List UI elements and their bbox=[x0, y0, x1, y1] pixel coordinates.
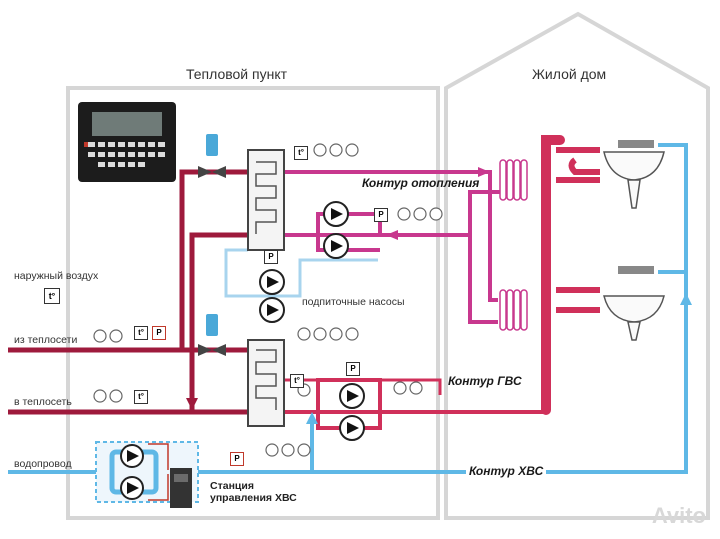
temperature-sensor-icon: t° bbox=[134, 390, 148, 404]
pressure-sensor-icon: P bbox=[230, 452, 244, 466]
return-from-heat-exchanger-pipe bbox=[189, 232, 248, 412]
pressure-sensor-icon: P bbox=[374, 208, 388, 222]
from-network-label: из теплосети bbox=[14, 334, 78, 346]
to-network-label: в теплосеть bbox=[14, 396, 72, 408]
sink-upper bbox=[603, 140, 665, 209]
towel-warmer-top bbox=[568, 157, 600, 175]
radiator-upper bbox=[499, 159, 528, 201]
cold-water-station bbox=[95, 441, 199, 508]
temperature-sensor-icon: t° bbox=[290, 374, 304, 388]
radiator-lower bbox=[499, 289, 528, 331]
watermark: Avito bbox=[651, 503, 706, 528]
pump-icon bbox=[259, 269, 285, 295]
left-arrow-icon bbox=[386, 230, 398, 240]
heat-point-room bbox=[66, 86, 440, 520]
down-arrow-icon bbox=[186, 398, 198, 410]
heating-circuit-label: Контур отопления bbox=[362, 176, 480, 190]
pressure-sensor-icon: P bbox=[264, 250, 278, 264]
house-title: Жилой дом bbox=[532, 66, 607, 82]
up-arrow-icon bbox=[680, 293, 692, 305]
temperature-sensor-icon: t° bbox=[44, 288, 60, 304]
heating-return-pipe bbox=[468, 190, 500, 324]
dhw-return-pipe bbox=[284, 378, 442, 395]
pump-icon bbox=[339, 383, 365, 409]
makeup-pumps-label: подпиточные насосы bbox=[302, 296, 405, 308]
pump-icon bbox=[323, 233, 349, 259]
temperature-sensor-icon: t° bbox=[294, 146, 308, 160]
right-arrow-icon bbox=[478, 167, 490, 177]
sink-lower bbox=[603, 266, 665, 341]
control-valve-dhw bbox=[198, 314, 226, 356]
gauge-group bbox=[93, 143, 443, 457]
pressure-sensor-icon: P bbox=[346, 362, 360, 376]
pump-icon bbox=[259, 297, 285, 323]
pressure-sensor-icon: P bbox=[152, 326, 166, 340]
up-arrow-icon bbox=[306, 412, 318, 424]
water-supply-label: водопровод bbox=[14, 458, 72, 470]
controller-device bbox=[78, 102, 176, 182]
station-label: Станция управления ХВС bbox=[210, 480, 297, 504]
outdoor-air-label: наружный воздух bbox=[14, 270, 99, 282]
cold-water-circuit-label: Контур ХВС bbox=[466, 464, 547, 478]
temperature-sensor-icon: t° bbox=[134, 326, 148, 340]
pump-icon bbox=[339, 415, 365, 441]
heating-supply-pipe bbox=[284, 170, 498, 302]
makeup-pipe bbox=[224, 248, 378, 298]
cold-water-main-pipe bbox=[8, 143, 688, 474]
house-riser-connection bbox=[556, 147, 600, 313]
heat-exchanger-dhw bbox=[247, 339, 285, 427]
heat-exchanger-heating bbox=[247, 149, 285, 251]
house-hot-riser bbox=[541, 135, 565, 415]
house-outline bbox=[444, 11, 710, 520]
pump-icon bbox=[323, 201, 349, 227]
heat-point-title: Тепловой пункт bbox=[186, 66, 288, 82]
control-valve-heating bbox=[198, 134, 226, 178]
dhw-circuit-label: Контур ГВС bbox=[448, 374, 522, 388]
